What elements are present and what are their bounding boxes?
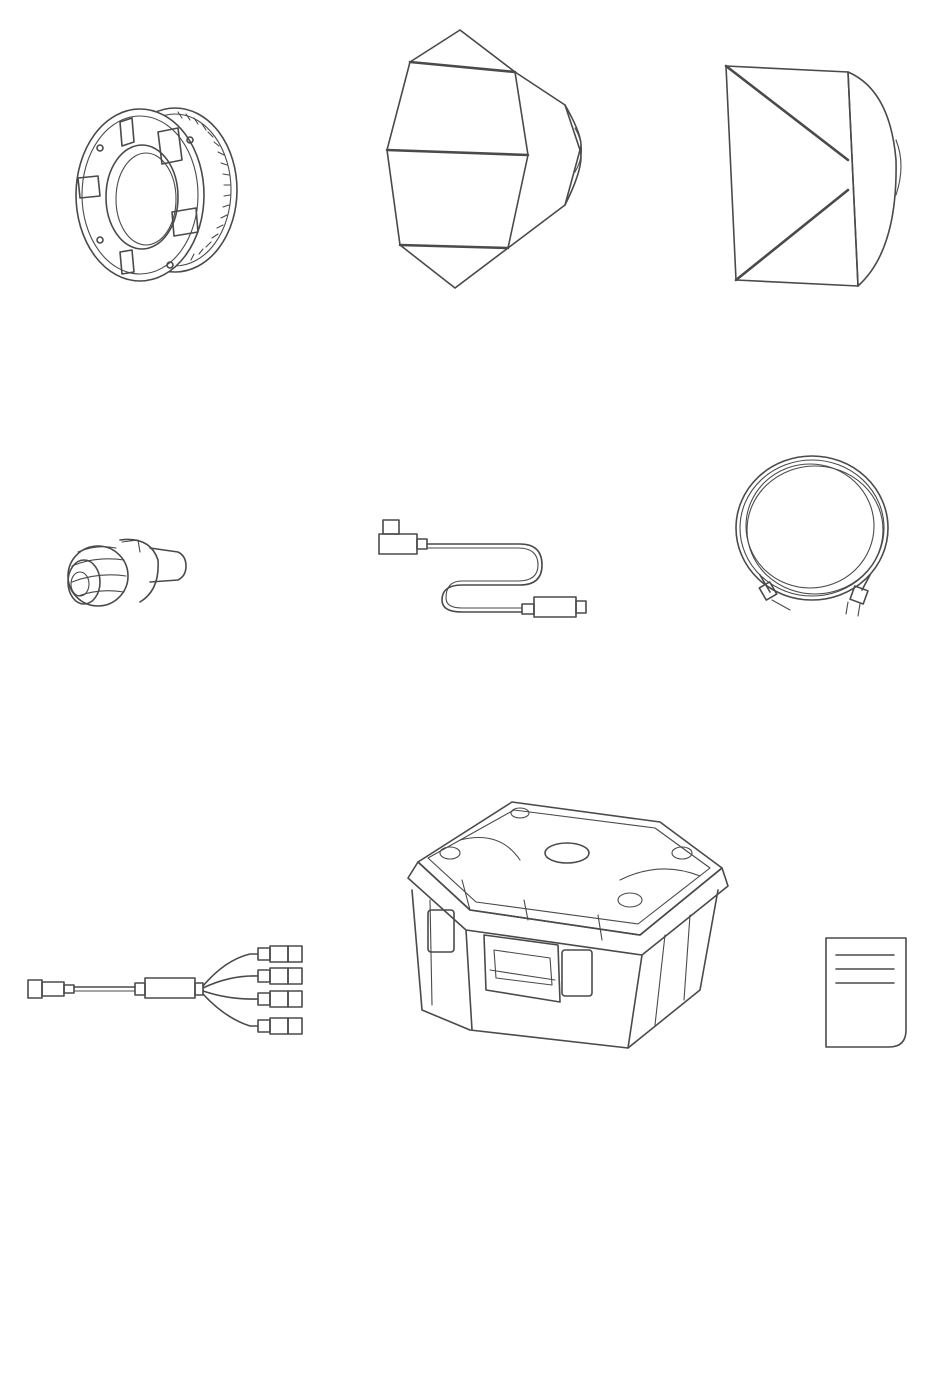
- octagonal-softbox-icon: [387, 30, 582, 288]
- manual-document-icon: [826, 938, 906, 1047]
- square-softbox-icon: [726, 66, 901, 286]
- power-cord-icon: [736, 456, 888, 616]
- bulb-socket-adapter-icon: [68, 539, 186, 606]
- mount-adapter-ring-icon: [76, 108, 237, 281]
- carrying-case-icon: [408, 802, 728, 1048]
- splitter-cable-icon: [28, 946, 302, 1034]
- usb-c-cable-icon: [379, 520, 586, 617]
